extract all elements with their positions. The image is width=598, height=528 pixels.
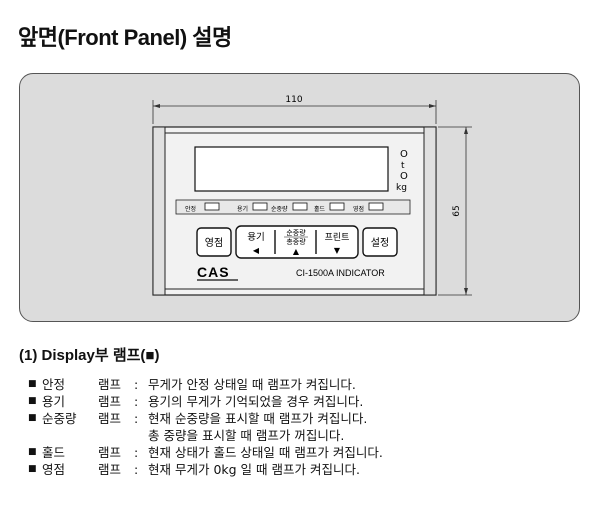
colon: :: [134, 377, 139, 392]
gross-label: 총중량: [286, 237, 306, 246]
bullet-icon: ■: [28, 447, 37, 457]
tare-button[interactable]: 용기 ◀: [247, 232, 264, 255]
lamp-word: 램프: [98, 411, 122, 426]
lamp-name: 안정: [42, 377, 66, 392]
colon: :: [134, 445, 139, 460]
kg-label: kg: [396, 183, 407, 193]
width-dimension-label: 110: [285, 95, 302, 105]
page-title: 앞면(Front Panel) 설명: [18, 25, 232, 50]
lamp-word: 램프: [98, 394, 122, 409]
lamp-name: 홀드: [42, 445, 66, 460]
lamp-label-hold: 홀드: [314, 205, 326, 213]
net-gross-button[interactable]: 순중량 총중량 ▲: [284, 229, 308, 256]
lamp-word: 램프: [98, 462, 122, 477]
colon: :: [134, 411, 139, 426]
lamp-label-stable: 안정: [185, 205, 196, 213]
list-item: ■ 용기 램프 : 용기의 무게가 기억되었을 경우 켜집니다.: [28, 393, 588, 410]
print-button-label: 프린트: [325, 232, 350, 243]
lamp-description: 용기의 무게가 기억되었을 경우 켜집니다.: [148, 394, 364, 409]
lamp-word: 램프: [98, 445, 122, 460]
display-window: [194, 146, 389, 192]
lamp-zero: [368, 202, 384, 211]
lamp-stable: [204, 202, 220, 211]
lamp-description: 현재 상태가 홀드 상태일 때 램프가 켜집니다.: [148, 445, 383, 460]
lamp-name: 용기: [42, 394, 66, 409]
up-arrow-icon: ▲: [293, 247, 300, 256]
list-item: ■ 영점 램프 : 현재 무게가 0kg 일 때 램프가 켜집니다.: [28, 461, 588, 478]
lamp-name: 영점: [42, 462, 66, 477]
model-label: CI-1500A INDICATOR: [296, 268, 385, 278]
t-label: t: [401, 161, 405, 171]
down-arrow-icon: ▼: [334, 246, 341, 255]
lamp-hold: [329, 202, 345, 211]
lamp-label-tare: 용기: [237, 205, 248, 213]
right-cap: [423, 126, 437, 296]
lamp-description: 현재 무게가 0kg 일 때 램프가 켜집니다.: [148, 462, 360, 477]
setup-button-label: 설정: [371, 237, 389, 249]
zero-button-label: 영점: [205, 237, 223, 249]
lamp-label-zero: 영점: [353, 205, 364, 213]
lamp-label-net: 순중량: [271, 206, 288, 213]
lamp-description: 무게가 안정 상태일 때 램프가 켜집니다.: [148, 377, 356, 392]
list-item: ■ 순중량 램프 : 현재 순중량을 표시할 때 램프가 켜집니다.: [28, 410, 588, 427]
left-arrow-icon: ◀: [253, 246, 260, 255]
lamp-name: 순중량: [42, 411, 77, 426]
lamp-word: 램프: [98, 377, 122, 392]
bullet-icon: ■: [28, 464, 37, 474]
bullet-icon: ■: [28, 396, 37, 406]
lamp-net: [292, 202, 308, 211]
list-item-continuation: 총 중량을 표시할 때 램프가 꺼집니다.: [28, 427, 588, 444]
o-upper-label: O: [400, 149, 408, 160]
list-item: ■ 홀드 램프 : 현재 상태가 홀드 상태일 때 램프가 켜집니다.: [28, 444, 588, 461]
height-dimension-label: 65: [452, 205, 462, 216]
function-button-group: [235, 225, 359, 259]
lamp-tare: [252, 202, 268, 211]
tare-button-label: 용기: [247, 232, 264, 243]
lamp-description-continued: 총 중량을 표시할 때 램프가 꺼집니다.: [148, 428, 345, 443]
net-label: 순중량: [286, 229, 306, 237]
zero-button[interactable]: 영점: [196, 227, 232, 257]
bullet-icon: ■: [28, 379, 37, 389]
o-lower-label: O: [400, 171, 408, 182]
bullet-icon: ■: [28, 413, 37, 423]
brand-logo: CAS: [197, 264, 230, 280]
setup-button[interactable]: 설정: [362, 227, 398, 257]
print-button[interactable]: 프린트 ▼: [325, 232, 350, 255]
list-item: ■ 안정 램프 : 무게가 안정 상태일 때 램프가 켜집니다.: [28, 376, 588, 393]
colon: :: [134, 462, 139, 477]
left-cap: [152, 126, 166, 296]
lamp-description-list: ■ 안정 램프 : 무게가 안정 상태일 때 램프가 켜집니다. ■ 용기 램프…: [28, 376, 588, 478]
colon: :: [134, 394, 139, 409]
section-heading: (1) Display부 램프(■): [19, 347, 160, 364]
lamp-description: 현재 순중량을 표시할 때 램프가 켜집니다.: [148, 411, 368, 426]
